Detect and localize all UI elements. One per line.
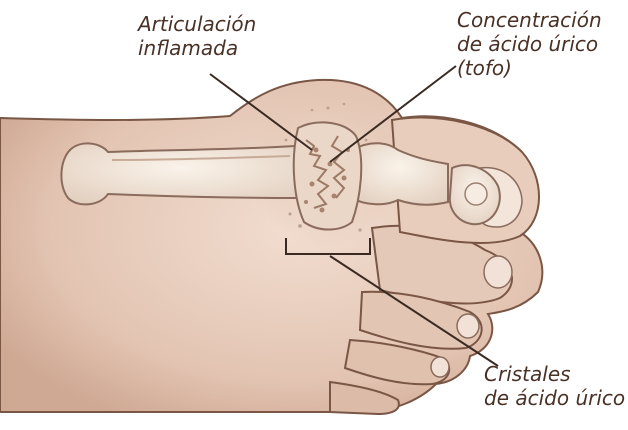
third-toenail <box>457 314 479 338</box>
label-tophus-line-2: de ácido úrico <box>457 32 602 56</box>
label-crystals-line-1: Cristales <box>484 362 625 386</box>
label-crystals: Cristales de ácido úrico <box>484 362 625 410</box>
label-crystals-line-2: de ácido úrico <box>484 386 625 410</box>
fourth-toenail <box>431 357 449 377</box>
label-inflamed-joint-line-2: inflamada <box>138 36 256 60</box>
second-toenail <box>484 256 512 288</box>
label-inflamed-joint-line-1: Articulación <box>138 12 256 36</box>
label-tophus-line-1: Concentración <box>457 8 602 32</box>
distal-phalanx-tip <box>465 183 487 205</box>
label-tophus-line-3: (tofo) <box>457 56 602 80</box>
label-inflamed-joint: Articulación inflamada <box>138 12 256 60</box>
metatarsal-bone <box>61 143 300 204</box>
label-tophus: Concentración de ácido úrico (tofo) <box>457 8 602 80</box>
